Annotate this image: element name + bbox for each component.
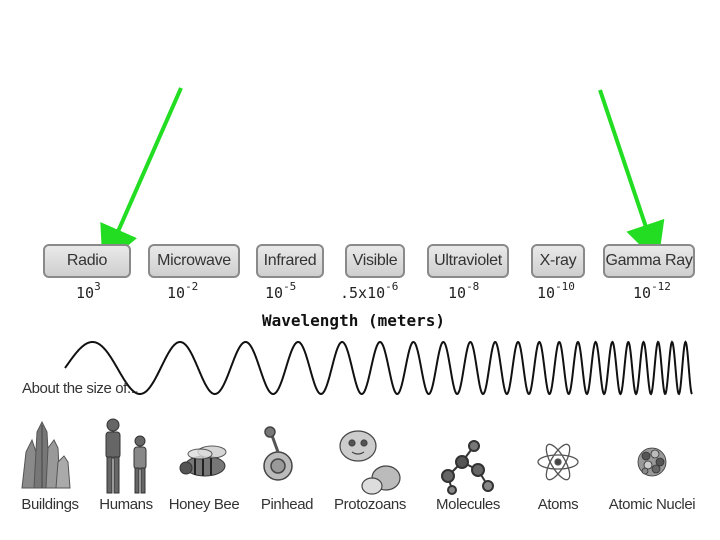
band-radio: Radio — [43, 244, 131, 278]
band-label: Microwave — [157, 252, 231, 269]
wavelength-wave — [64, 340, 693, 396]
wavelength-gamma-ray: 10-12 — [633, 280, 671, 302]
wavelength-microwave: 10-2 — [167, 280, 199, 302]
band-ultraviolet: Ultraviolet — [427, 244, 509, 278]
band-label: Ultraviolet — [434, 252, 502, 269]
band-label: Infrared — [263, 252, 317, 269]
wavelength-radio: 103 — [76, 280, 101, 302]
humans-icon — [105, 418, 147, 494]
about-size-label: About the size of... — [22, 380, 139, 397]
band-gamma-ray: Gamma Ray — [603, 244, 695, 278]
band-label: Visible — [352, 252, 398, 269]
wavelength-ultraviolet: 10-8 — [448, 280, 480, 302]
wavelength-visible: .5x10-6 — [340, 280, 399, 302]
atomic-nuclei-icon — [637, 447, 667, 477]
band-label: X-ray — [539, 252, 577, 269]
axis-title: Wavelength (meters) — [262, 311, 446, 330]
molecules-icon — [441, 440, 494, 495]
buildings-icon — [21, 420, 71, 489]
wavelength-infrared: 10-5 — [265, 280, 297, 302]
band-label: Gamma Ray — [605, 252, 693, 269]
band-infrared: Infrared — [256, 244, 324, 278]
band-label: Radio — [66, 252, 108, 269]
object-label-protozoans: Protozoans — [334, 496, 406, 513]
object-label-buildings: Buildings — [21, 496, 79, 513]
object-label-honey-bee: Honey Bee — [168, 496, 240, 513]
object-label-atomic-nuclei: Atomic Nuclei — [608, 496, 696, 513]
band-visible: Visible — [345, 244, 405, 278]
wavelength-x-ray: 10-10 — [537, 280, 575, 302]
arrow-to-gamma-ray — [598, 89, 665, 264]
pinhead-icon — [263, 426, 293, 481]
object-label-molecules: Molecules — [436, 496, 500, 513]
object-label-humans: Humans — [99, 496, 153, 513]
arrow-to-radio — [100, 87, 183, 267]
band-x-ray: X-ray — [531, 244, 585, 278]
protozoans-icon — [339, 430, 401, 495]
object-label-pinhead: Pinhead — [260, 496, 314, 513]
atoms-icon — [537, 443, 579, 481]
band-microwave: Microwave — [148, 244, 240, 278]
honey-bee-icon — [179, 445, 227, 477]
object-label-atoms: Atoms — [537, 496, 579, 513]
